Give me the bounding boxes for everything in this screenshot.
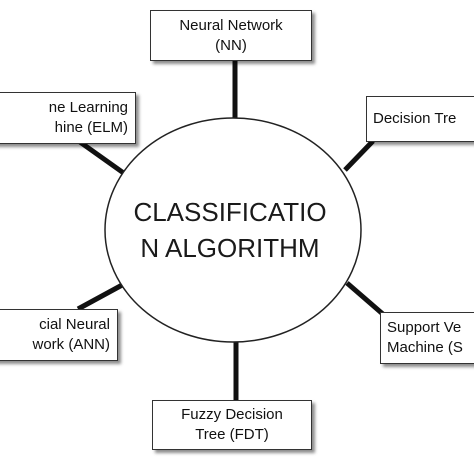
connector-dt [343, 139, 375, 172]
center-ellipse [104, 117, 362, 343]
node-dt-line1: Decision Tre [373, 110, 457, 127]
node-nn-line1: Neural Network [179, 16, 283, 34]
node-elm-line1: ne Learning [48, 99, 128, 116]
node-elm-line2: hine (ELM) [54, 119, 128, 136]
center-label-line1: CLASSIFICATIO [133, 197, 327, 227]
node-ann-line2: work (ANN) [32, 336, 111, 353]
node-support-vector-machine: Support Ve Machine (S [380, 312, 474, 364]
center-label: CLASSIFICATIO N ALGORITHM [112, 194, 348, 266]
connector-elm [78, 139, 127, 177]
node-decision-tree: Decision Tre [366, 96, 474, 142]
node-nn-line2: (NN) [215, 36, 247, 54]
center-label-line2: N ALGORITHM [140, 233, 320, 263]
node-svm-line2: Machine (S [387, 339, 463, 356]
node-fdt-line2: Tree (FDT) [195, 426, 269, 443]
connector-svm [345, 281, 386, 317]
node-artificial-neural-network: cial Neural work (ANN) [0, 309, 118, 361]
node-fuzzy-decision-tree: Fuzzy Decision Tree (FDT) [152, 400, 312, 450]
node-extreme-learning-machine: ne Learning hine (ELM) [0, 92, 136, 144]
node-ann-line1: cial Neural [39, 316, 110, 333]
node-fdt-line1: Fuzzy Decision [181, 406, 283, 423]
node-neural-network: Neural Network (NN) [150, 10, 312, 61]
connector-ann [76, 281, 126, 312]
node-svm-line1: Support Ve [387, 319, 462, 336]
